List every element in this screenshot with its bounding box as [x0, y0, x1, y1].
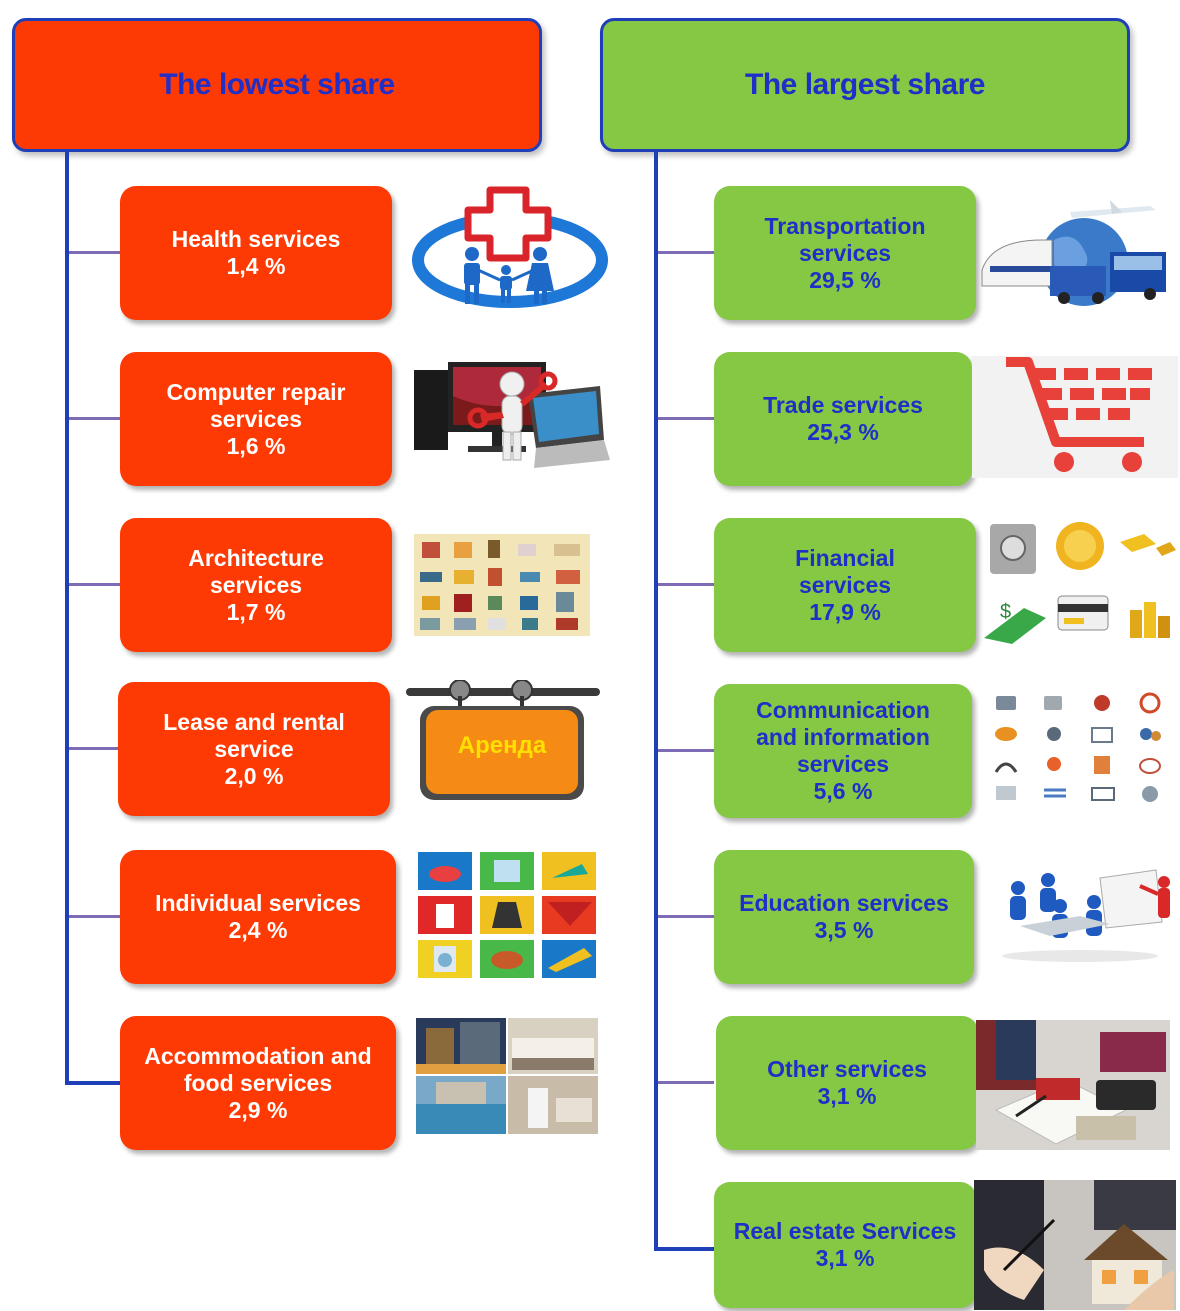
right-tick [658, 915, 714, 918]
business-paperwork-photo [976, 1020, 1170, 1150]
transport-globe-icon [981, 200, 1166, 306]
left-tick [69, 915, 121, 918]
hotel-photos [416, 1018, 598, 1134]
right-tick [658, 1081, 714, 1084]
box-label: Health services [171, 226, 341, 252]
classroom-icon [1002, 869, 1170, 962]
right-trunk-line [654, 152, 658, 1251]
real-estate-box: Real estate Services 3,1 % [714, 1182, 976, 1308]
right-tick [658, 417, 714, 420]
rent-sign-icon [406, 680, 600, 800]
box-value: 1,4 % [226, 253, 286, 279]
box-label: Other services [767, 1056, 927, 1082]
box-value: 1,6 % [226, 432, 286, 459]
lease-rental-box: Lease and rental service 2,0 % [118, 682, 390, 816]
box-value: 2,4 % [228, 917, 288, 943]
house-model-photo [974, 1180, 1176, 1310]
box-label: Trade services [763, 392, 923, 418]
box-value: 5,6 % [813, 778, 873, 804]
box-value: 29,5 % [809, 266, 881, 293]
largest-share-title: The largest share [745, 68, 985, 101]
financial-box: Financial services 17,9 % [714, 518, 976, 652]
transportation-box: Transportation services 29,5 % [714, 186, 976, 320]
box-label: Accommodation and food services [144, 1042, 372, 1096]
lowest-share-title: The lowest share [159, 68, 395, 101]
education-box: Education services 3,5 % [714, 850, 974, 984]
box-value: 2,0 % [224, 762, 284, 789]
computer-repair-box: Computer repair services 1,6 % [120, 352, 392, 486]
right-tick [658, 251, 714, 254]
box-label: Education services [739, 890, 949, 916]
left-tick [69, 747, 121, 750]
rent-sign-text: Аренда [457, 732, 547, 759]
communication-box: Communication and information services 5… [714, 684, 972, 818]
box-value: 3,1 % [815, 1245, 875, 1271]
shopping-cart-icon [972, 356, 1178, 478]
left-trunk-line [65, 152, 69, 1085]
box-value: 3,5 % [814, 917, 874, 943]
box-label: Real estate Services [733, 1218, 957, 1244]
accommodation-food-box: Accommodation and food services 2,9 % [120, 1016, 396, 1150]
box-value: 25,3 % [807, 419, 879, 445]
communication-icons-grid [994, 692, 1161, 802]
left-bottom-connector [65, 1081, 121, 1085]
right-tick [658, 749, 714, 752]
left-tick [69, 251, 121, 254]
trade-box: Trade services 25,3 % [714, 352, 972, 486]
computer-repair-icon [414, 362, 610, 468]
architecture-box: Architecture services 1,7 % [120, 518, 392, 652]
right-bottom-connector [654, 1247, 716, 1251]
left-tick [69, 583, 121, 586]
left-tick [69, 417, 121, 420]
lowest-share-header: The lowest share [12, 18, 542, 152]
box-value: 17,9 % [809, 598, 881, 625]
box-label: Transportation services [764, 212, 926, 266]
box-value: 3,1 % [817, 1083, 877, 1109]
box-label: Architecture services [188, 544, 324, 598]
health-family-cross-icon [412, 186, 608, 308]
finance-icons-grid: $ [984, 522, 1176, 644]
box-label: Financial services [795, 544, 895, 598]
box-label: Lease and rental service [163, 708, 345, 762]
box-label: Individual services [155, 890, 361, 916]
right-tick [658, 583, 714, 586]
individual-services-box: Individual services 2,4 % [120, 850, 396, 984]
box-label: Computer repair services [166, 378, 346, 432]
health-services-box: Health services 1,4 % [120, 186, 392, 320]
box-value: 2,9 % [228, 1096, 288, 1123]
architecture-icons-grid [414, 534, 590, 636]
other-services-box: Other services 3,1 % [716, 1016, 978, 1150]
svg-text:$: $ [1000, 601, 1011, 623]
household-items-grid [418, 852, 596, 978]
box-label: Communication and information services [756, 697, 930, 777]
box-value: 1,7 % [226, 598, 286, 625]
largest-share-header: The largest share [600, 18, 1130, 152]
